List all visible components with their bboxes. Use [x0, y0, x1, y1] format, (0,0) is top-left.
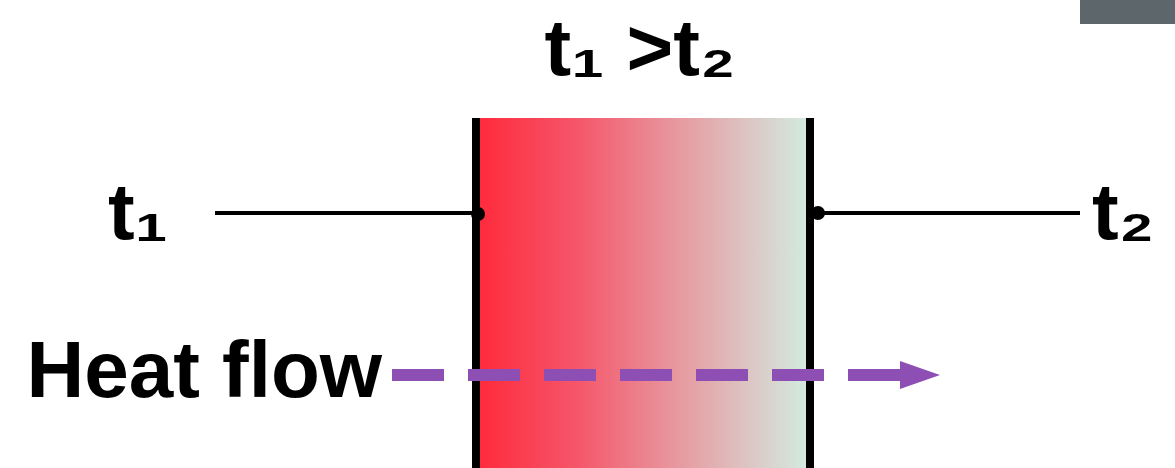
surface-dot [811, 206, 825, 220]
temperature-line [818, 211, 1080, 215]
wall-slab [478, 118, 808, 468]
heat-flow-arrow [392, 369, 900, 381]
temperature-label: t₂ [1092, 172, 1154, 252]
wall-face [806, 118, 814, 468]
photo-fragment [1080, 0, 1175, 24]
arrow-head [900, 361, 940, 389]
temperature-relation: t₁ >t₂ [545, 8, 736, 88]
temperature-line [215, 211, 478, 215]
temperature-label: t₁ [108, 172, 168, 252]
surface-dot [471, 207, 485, 221]
flow-label: Heat flow [26, 330, 382, 410]
wall-face [472, 118, 480, 468]
